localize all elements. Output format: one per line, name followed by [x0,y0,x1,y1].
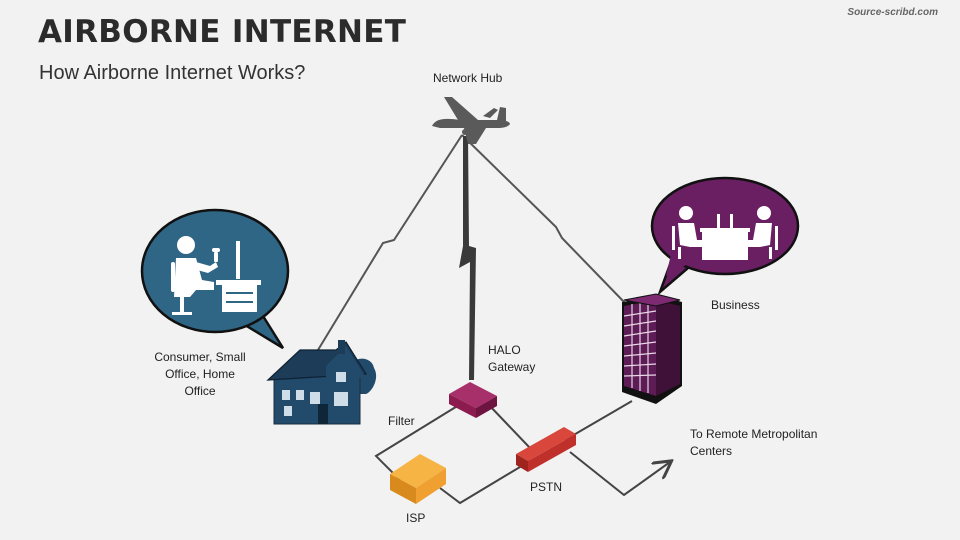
isp-box [390,454,446,504]
house-icon [266,340,377,425]
remote-centers-label: To Remote Metropolitan Centers [690,427,818,458]
wireless-link-consumer [317,134,463,351]
source-watermark: Source-scribd.com [847,7,938,18]
page-subtitle: How Airborne Internet Works? [39,62,306,84]
halo-gateway-box [449,382,497,418]
airplane-icon [432,97,510,144]
office-building-icon [622,293,682,404]
wired-links [374,400,670,505]
consumer-label: Consumer, Small Office, Home Office [154,350,246,398]
wireless-link-business [461,134,627,305]
business-speech-bubble [650,176,800,297]
consumer-speech-bubble [140,208,290,350]
pstn-box [516,427,576,472]
pstn-label: PSTN [530,480,563,494]
page-title: AIRBORNE INTERNET [38,14,407,50]
business-label: Business [711,298,760,312]
halo-gateway-label: HALO Gateway [488,343,536,374]
meeting-icon [672,206,778,260]
wireless-link-gateway [459,136,476,380]
network-hub-label: Network Hub [433,71,503,85]
filter-label: Filter [388,414,415,428]
office-worker-icon [171,236,261,315]
isp-label: ISP [406,511,426,525]
